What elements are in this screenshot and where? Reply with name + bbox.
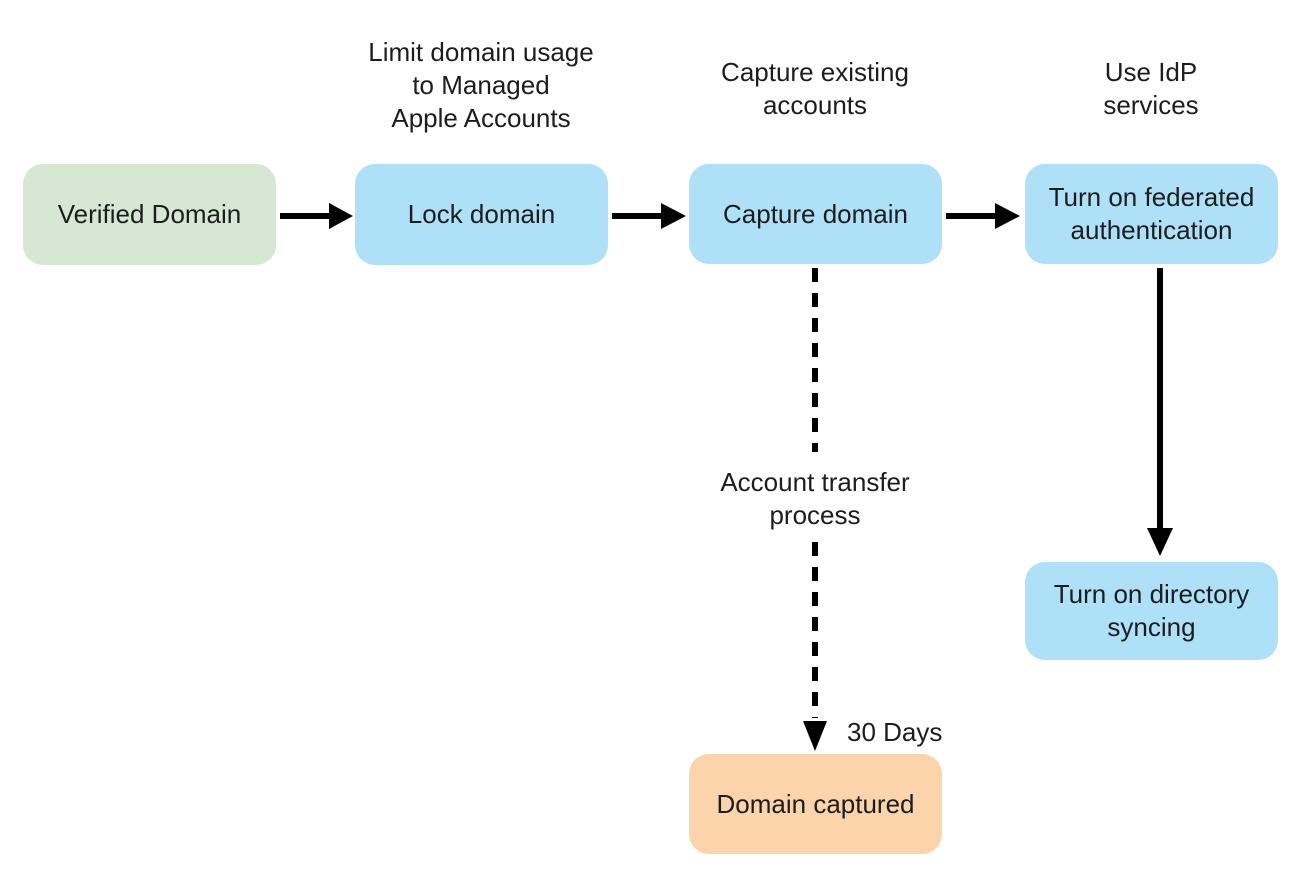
annotation-line: Limit domain usage: [368, 37, 594, 67]
arrow-verified-to-lock: [280, 203, 353, 229]
edge-label-account-transfer-process: Account transfer process: [665, 466, 965, 532]
edge-label-line: process: [769, 500, 861, 530]
edge-label-line: Account transfer: [720, 467, 910, 497]
annotation-line: Apple Accounts: [391, 103, 571, 133]
node-turn-on-federated-authentication: Turn on federated authentication: [1025, 164, 1278, 264]
node-lock-domain: Lock domain: [355, 164, 608, 265]
node-turn-on-directory-syncing: Turn on directory syncing: [1025, 562, 1278, 660]
annotation-capture-domain: Capture existing accounts: [665, 56, 965, 122]
node-label: Domain captured: [716, 788, 915, 819]
annotation-line: services: [1103, 90, 1199, 120]
arrow-lock-to-capture: [612, 203, 686, 229]
annotation-lock-domain: Limit domain usage to Managed Apple Acco…: [331, 36, 631, 135]
node-label: Lock domain: [407, 199, 556, 229]
node-label: Turn on federated authentication: [1048, 182, 1255, 245]
annotation-line: to Managed: [412, 70, 550, 100]
node-domain-captured: Domain captured: [689, 754, 942, 854]
arrow-federated-to-directory-syncing: [1147, 268, 1173, 556]
edge-label-30-days: 30 Days: [847, 717, 943, 747]
annotation-line: Capture existing: [721, 57, 909, 87]
node-capture-domain: Capture domain: [689, 164, 942, 264]
node-label: Verified Domain: [57, 199, 242, 229]
annotation-use-idp-services: Use IdP services: [1001, 56, 1296, 122]
node-verified-domain: Verified Domain: [23, 164, 276, 265]
annotation-line: Use IdP: [1104, 57, 1198, 87]
node-label: Turn on directory syncing: [1053, 579, 1250, 642]
node-label: Capture domain: [723, 198, 908, 229]
annotation-line: accounts: [762, 90, 868, 120]
arrow-capture-to-federated: [946, 203, 1020, 229]
